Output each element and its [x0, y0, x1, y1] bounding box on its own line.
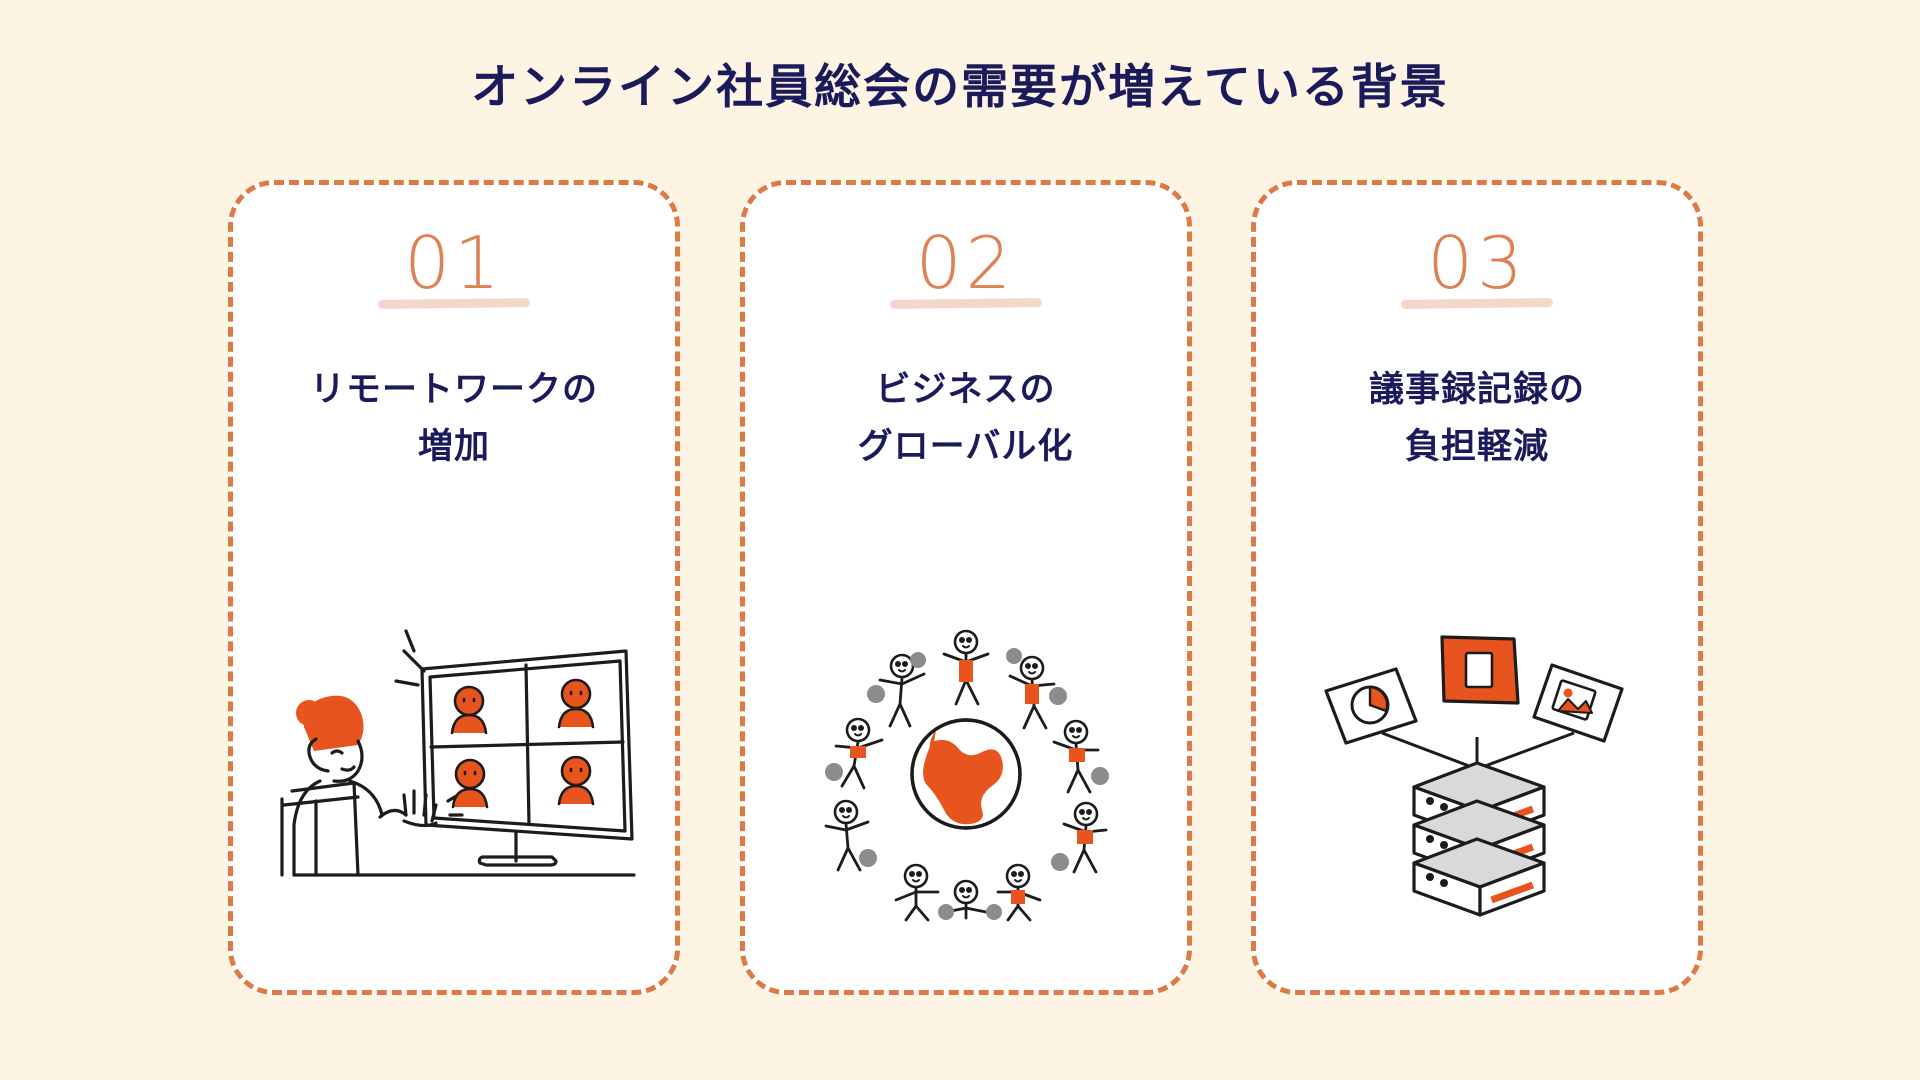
card-title-line-2: グローバル化	[857, 426, 1074, 466]
card-02[interactable]: 02 ビジネスの グローバル化	[739, 180, 1192, 995]
card-number-container: 03	[1400, 220, 1554, 309]
card-title: リモートワークの 増加	[310, 362, 598, 475]
card-01[interactable]: 01 リモートワークの 増加	[228, 180, 680, 995]
card-number: 03	[1427, 221, 1527, 305]
card-title-line-2: 増加	[417, 426, 490, 466]
server-documents-illustration	[1277, 624, 1677, 924]
person-video-conference-illustration	[254, 624, 654, 924]
card-title-line-1: 議事録記録の	[1368, 370, 1585, 409]
card-title-line-1: ビジネスの	[875, 370, 1056, 409]
card-title-line-2: 負担軽減	[1404, 426, 1549, 466]
card-title-line-1: リモートワークの	[309, 370, 598, 409]
card-number-container: 02	[889, 220, 1042, 309]
card-title: 議事録記録の 負担軽減	[1369, 362, 1585, 475]
card-number-container: 01	[377, 220, 531, 309]
card-number: 02	[915, 221, 1016, 305]
page-title: オンライン社員総会の需要が増えている背景	[471, 60, 1449, 113]
card-title: ビジネスの グローバル化	[858, 362, 1074, 475]
card-list: 01 リモートワークの 増加	[228, 180, 1703, 1000]
card-number: 01	[404, 221, 504, 305]
globe-people-circle-illustration	[766, 624, 1166, 924]
card-03[interactable]: 03 議事録記録の 負担軽減	[1251, 180, 1703, 995]
